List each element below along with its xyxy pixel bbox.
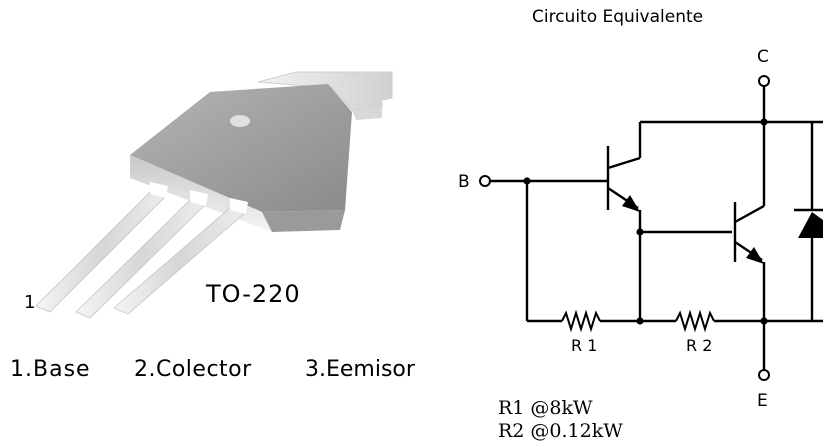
package-tab-side	[352, 108, 382, 120]
lead-root-2	[190, 190, 208, 206]
q2-collector-leg	[734, 204, 765, 224]
package-body-top	[130, 84, 352, 212]
package-body-side	[262, 210, 345, 232]
emitter-terminal-label: E	[757, 391, 768, 411]
diode-symbol	[798, 212, 823, 238]
r1-resistor-symbol	[561, 309, 601, 333]
collector-terminal	[758, 75, 770, 87]
pin-label-emitter: 3.Eemisor	[305, 357, 416, 382]
r1-value: R1 @8kW	[498, 397, 593, 419]
to220-package-illustration	[35, 71, 393, 319]
base-terminal-label: B	[458, 172, 470, 192]
r2-resistor-symbol	[675, 309, 715, 333]
package-name: TO-220	[205, 280, 301, 308]
base-terminal	[479, 175, 491, 187]
lead-root-3	[230, 198, 248, 214]
q1-collector-leg	[607, 156, 641, 170]
lead-root-1	[150, 182, 168, 198]
q2-emitter-arrow	[746, 247, 764, 264]
junction-emitter	[760, 317, 768, 325]
r2-label: R 2	[686, 336, 712, 355]
pin-1-marker: 1	[24, 292, 35, 313]
equivalent-circuit: B	[458, 75, 823, 381]
pin-label-base: 1.Base	[10, 357, 91, 382]
emitter-terminal	[758, 369, 770, 381]
package-tab	[257, 71, 393, 111]
mounting-hole	[230, 115, 250, 127]
junction-rail-mid	[636, 317, 644, 325]
pin-label-collector: 2.Colector	[134, 357, 252, 382]
q1-emitter-arrow	[622, 195, 640, 212]
r1-label: R 1	[571, 336, 597, 355]
circuit-title: Circuito Equivalente	[532, 7, 703, 27]
r2-value: R2 @0.12kW	[498, 420, 623, 442]
collector-terminal-label: C	[757, 47, 769, 67]
